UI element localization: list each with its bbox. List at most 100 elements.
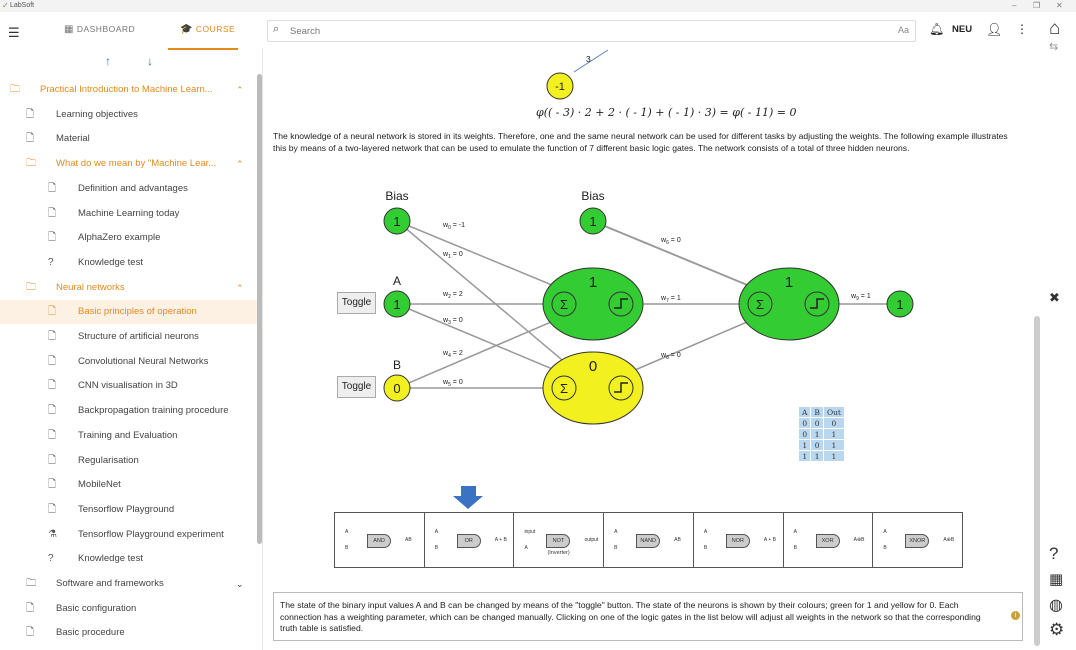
svg-text:w0 = -1: w0 = -1 — [442, 222, 465, 231]
tree-item[interactable]: 🗋Definition and advantages — [0, 177, 257, 201]
tree-item[interactable]: 🗋Material — [0, 127, 257, 151]
sum-icon — [551, 375, 577, 401]
page-icon: 🗋 — [26, 602, 35, 614]
bias-label-1: Bias — [385, 189, 408, 203]
arrow-up-icon[interactable]: ↑ — [105, 54, 111, 68]
toggle-b-button[interactable]: Toggle — [337, 376, 376, 398]
page-icon: 🗋 — [48, 331, 57, 342]
bias-node-1 — [383, 207, 411, 235]
w9-value: 1 — [867, 293, 871, 300]
tree-item[interactable]: 🗋AlphaZero example — [0, 226, 257, 250]
sum-symbol-2: Σ — [560, 381, 568, 396]
question-icon: ? — [48, 256, 54, 268]
gate-symbol: XNOR — [905, 534, 930, 548]
chevron-up-icon[interactable]: ⌃ — [236, 282, 244, 293]
tools-icon[interactable]: ✖ — [1049, 290, 1060, 305]
hidden-neuron-3-value: 1 — [785, 274, 793, 291]
content-scrollbar[interactable] — [1034, 316, 1040, 646]
sidebar-scrollbar[interactable] — [257, 74, 262, 544]
user-avatar-icon[interactable]: 👤︎ — [986, 22, 1003, 37]
home-icon[interactable]: ⌂ — [1049, 18, 1061, 39]
page-icon: 🗋 — [48, 306, 57, 318]
info-icon[interactable]: i — [1011, 611, 1020, 620]
calculator-icon[interactable]: ▦ — [1049, 571, 1064, 588]
tree-item-label: Basic principles of operation — [78, 306, 197, 318]
tab-course[interactable]: 🎓 COURSE — [180, 24, 235, 35]
input-a-value: 1 — [393, 297, 400, 312]
gate-input-a: A — [614, 529, 618, 535]
tree-item[interactable]: ⚗Tensorflow Playground experiment — [0, 523, 257, 547]
chevron-up-icon[interactable]: ⌃ — [236, 159, 244, 170]
tree-item-label: Definition and advantages — [78, 182, 188, 194]
tree-item[interactable]: 🗋MobileNet — [0, 473, 257, 497]
match-case-button[interactable]: Aa — [897, 25, 909, 35]
search-input[interactable] — [288, 23, 852, 39]
tree-item[interactable]: 🗀Practical Introduction to Machine Learn… — [0, 78, 257, 102]
tab-dashboard-label: DASHBOARD — [76, 24, 136, 34]
gate-symbol: NOT (Inverter) — [546, 534, 571, 556]
tree-item-label: Practical Introduction to Machine Learn.… — [40, 84, 213, 95]
page-icon: 🗋 — [26, 627, 35, 639]
tree-item[interactable]: 🗋Learning objectives — [0, 103, 257, 127]
user-label[interactable]: NEU — [952, 24, 973, 35]
tree-item[interactable]: 🗋 Basic configuration — [0, 597, 257, 621]
tree-item-label: What do we mean by "Machine Lear... — [56, 158, 217, 170]
swap-arrows-icon[interactable]: ⇆ — [1049, 41, 1059, 53]
tree-item[interactable]: 🗋Regularisation — [0, 449, 257, 473]
help-icon[interactable]: ? — [1049, 544, 1059, 563]
tree-item-label: MobileNet — [78, 479, 121, 491]
search-box[interactable]: ⌕ Aa — [267, 20, 916, 42]
w4-value: 2 — [459, 350, 463, 357]
tree-item-label: CNN visualisation in 3D — [78, 380, 178, 392]
tree-item[interactable]: 🗋Basic procedure — [0, 621, 257, 645]
tree-item[interactable]: ?Knowledge test — [0, 547, 257, 571]
restore-button[interactable]: ❐ — [1033, 1, 1041, 10]
page-icon: 🗋 — [48, 232, 57, 244]
tree-item[interactable]: 🗀What do we mean by "Machine Lear...⌃ — [0, 152, 257, 176]
tree-item[interactable]: 🗋 Basic principles of operation — [0, 300, 257, 325]
tree-item[interactable]: 🗀Neural networks⌃ — [0, 276, 257, 300]
gate-input-a: A — [434, 529, 439, 535]
settings-gear-icon[interactable]: ⚙ — [1049, 620, 1065, 639]
tree-item-label: Backpropagation training procedure — [78, 405, 229, 417]
truth-table-header: A B Out — [797, 406, 845, 418]
minimize-button[interactable]: – — [1012, 1, 1017, 10]
toggle-a-button[interactable]: Toggle — [337, 292, 376, 314]
hamburger-menu-icon[interactable]: ☰ — [8, 25, 20, 40]
close-button[interactable]: ✕ — [1056, 1, 1063, 10]
tree-item[interactable]: 🗋Backpropagation training procedure — [0, 399, 257, 423]
tree-item[interactable]: 🗋Machine Learning today — [0, 202, 257, 226]
page-icon: 🗋 — [48, 355, 57, 367]
right-rail: ⌂ ⇆ ✖ ? ▦ ◍ ⚙ — [1042, 12, 1076, 650]
formula: φ(( - 3) · 2 + 2 · ( - 1) + ( - 1) · 3) … — [536, 106, 797, 119]
instruction-note: The state of the binary input values A a… — [273, 592, 1023, 641]
tree-item[interactable]: 🗋Convolutional Neural Networks — [0, 350, 257, 374]
globe-icon[interactable]: ◍ — [1049, 597, 1063, 614]
tree-item[interactable]: 🗋Tensorflow Playground — [0, 498, 257, 522]
hidden-neuron-2-value: 0 — [589, 358, 597, 375]
chevron-up-icon[interactable]: ⌃ — [236, 85, 244, 95]
tree-item[interactable]: 🗋Structure of artificial neurons — [0, 325, 257, 349]
output-node — [886, 290, 914, 318]
tab-course-label: COURSE — [195, 24, 236, 34]
tree-item-label: Basic configuration — [56, 602, 137, 614]
bell-icon[interactable]: 🔔︎ — [929, 22, 945, 36]
hidden-neuron-2 — [542, 351, 644, 425]
tree-item[interactable]: 🗀Software and frameworks⌄ — [0, 572, 257, 596]
arrow-down-icon[interactable]: ↓ — [147, 54, 153, 68]
tree-item[interactable]: 🗋Training and Evaluation — [0, 424, 257, 448]
tree-item[interactable]: 🗋CNN visualisation in 3D — [0, 374, 257, 398]
tab-dashboard[interactable]: ▦ DASHBOARD — [64, 24, 135, 35]
top-weight: 3 — [586, 54, 591, 64]
tree-item[interactable]: ?Knowledge test — [0, 251, 257, 275]
more-vert-icon[interactable]: ⋮ — [1016, 22, 1028, 36]
content-area: 3 -1 w0 = -1 w1 = 0 w2 = 2 w3 = 0 w4 = 2 — [266, 48, 1032, 648]
chevron-down-icon[interactable]: ⌄ — [236, 579, 244, 589]
